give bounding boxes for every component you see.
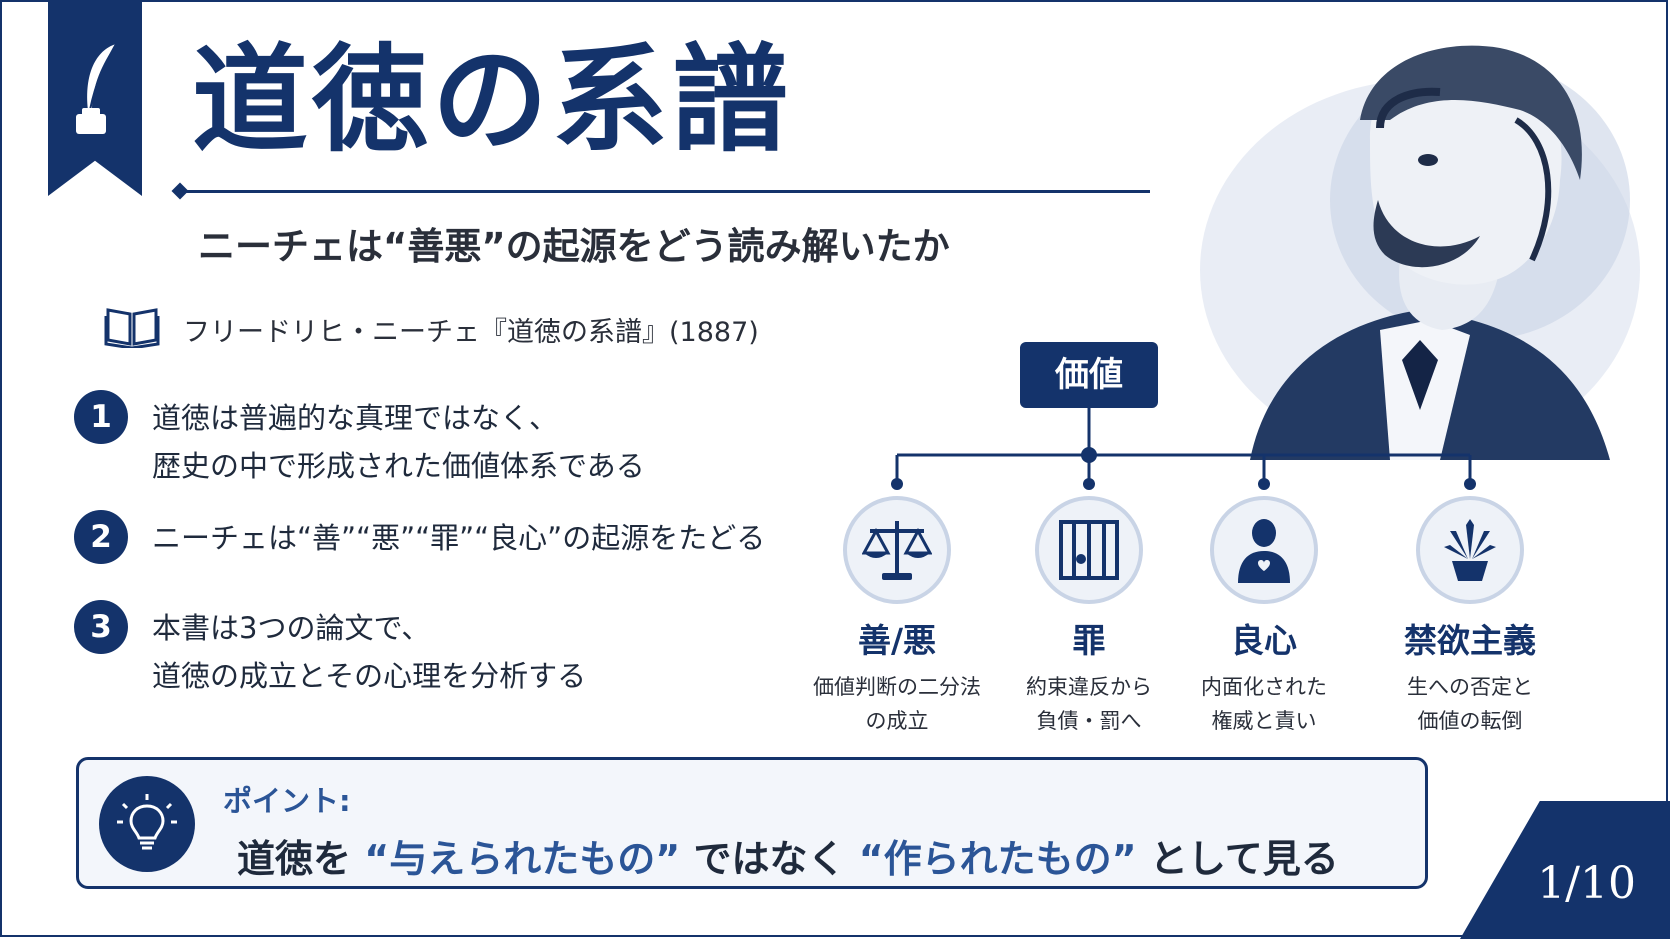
- callout-label: ポイント:: [223, 784, 351, 818]
- open-book-icon: [104, 308, 160, 348]
- category-label: 罪: [1072, 621, 1106, 660]
- point-number-badge: 3: [74, 600, 128, 654]
- callout-text-before: 道徳を: [237, 837, 352, 881]
- callout-text-middle: ではなく: [693, 837, 846, 881]
- category-icon-circle: [843, 496, 951, 604]
- lightbulb-icon: [117, 794, 177, 850]
- category-icon-circle: [1035, 496, 1143, 604]
- category-description: 生への否定と 価値の転倒: [1407, 675, 1533, 733]
- title-underline: [180, 190, 1150, 193]
- diagram-root-value: 価値: [1020, 342, 1158, 408]
- callout-highlight-given: “与えられたもの”: [364, 837, 681, 881]
- callout-icon-badge: [99, 776, 195, 872]
- key-point-callout: ポイント: 道徳を “与えられたもの” ではなく “作られたもの” として見る: [76, 757, 1428, 889]
- point-text: 道徳は普遍的な真理ではなく、 歴史の中で形成された価値体系である: [152, 401, 645, 483]
- quill-inkwell-icon: [76, 43, 117, 134]
- page-number: 1/10: [1537, 858, 1636, 909]
- category-asceticism: 禁欲主義 生への否定と 価値の転倒: [1370, 496, 1570, 738]
- nietzsche-portrait: [1200, 45, 1640, 460]
- category-good-evil: 善/悪 価値判断の二分法 の成立: [797, 496, 997, 738]
- person-heart-icon: [1238, 519, 1290, 583]
- point-number-badge: 2: [74, 510, 128, 564]
- category-description: 内面化された 権威と責い: [1201, 675, 1327, 733]
- point-number-badge: 1: [74, 390, 128, 444]
- category-label: 禁欲主義: [1404, 621, 1536, 660]
- category-label: 善/悪: [857, 621, 937, 660]
- page-subtitle: ニーチェは“善悪”の起源をどう読み解いたか: [198, 225, 950, 268]
- category-conscience: 良心 内面化された 権威と責い: [1164, 496, 1364, 738]
- callout-message: 道徳を “与えられたもの” ではなく “作られたもの” として見る: [237, 828, 1339, 883]
- callout-highlight-made: “作られたもの”: [858, 837, 1137, 881]
- page-title: 道徳の系譜: [192, 32, 792, 168]
- category-icon-circle: [1210, 496, 1318, 604]
- category-icon-circle: [1416, 496, 1524, 604]
- point-text: ニーチェは“善”“悪”“罪”“良心”の起源をたどる: [152, 521, 766, 555]
- category-sin: 罪 約束違反から 負債・罰へ: [989, 496, 1189, 738]
- potted-plant-icon: [1444, 519, 1496, 581]
- category-label: 良心: [1231, 621, 1297, 660]
- point-text: 本書は3つの論文で、 道徳の成立とその心理を分析する: [152, 611, 587, 693]
- category-description: 価値判断の二分法 の成立: [813, 675, 981, 733]
- prison-bars-icon: [1059, 520, 1119, 580]
- callout-text-after: として見る: [1149, 837, 1339, 881]
- category-description: 約束違反から 負債・罰へ: [1026, 675, 1152, 733]
- scales-icon: [862, 521, 932, 580]
- source-citation: フリードリヒ・ニーチェ『道徳の系譜』(1887): [183, 317, 759, 348]
